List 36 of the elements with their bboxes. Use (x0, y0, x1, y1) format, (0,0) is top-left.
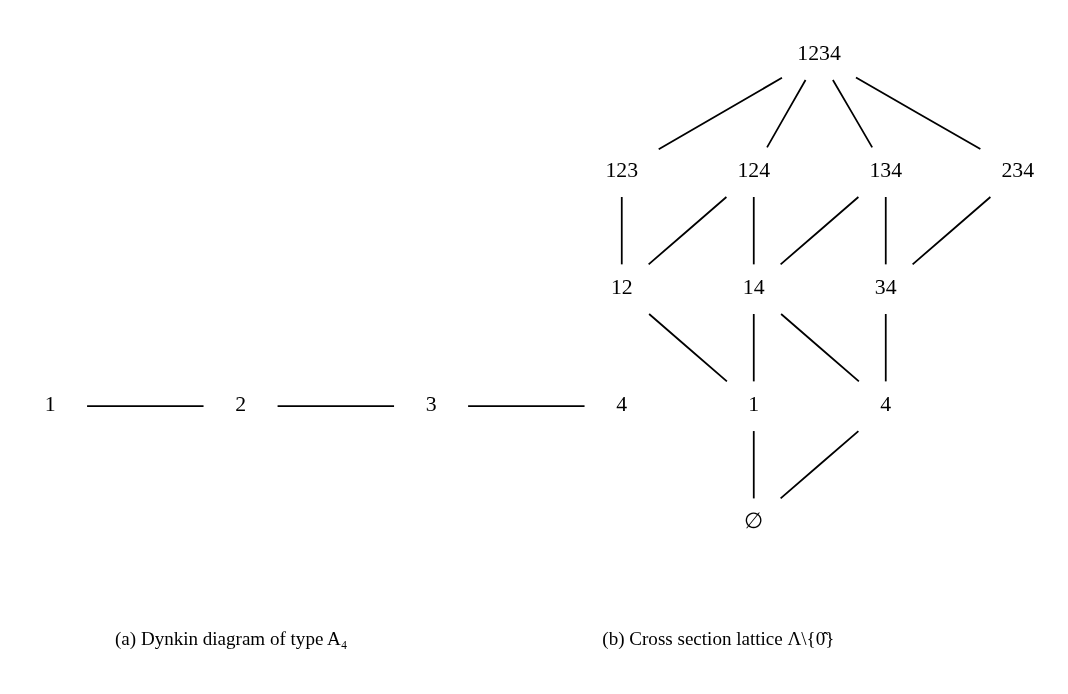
node-text: 134 (869, 157, 903, 182)
label: (b) Cross section lattice Λ\{0̂} (602, 627, 835, 649)
node-text: 2 (235, 391, 247, 416)
connector (276, 404, 395, 407)
connector (911, 195, 992, 265)
node-text: 14 (742, 274, 765, 299)
connector (780, 312, 860, 382)
connector (855, 76, 982, 150)
node-text: 12 (610, 274, 633, 299)
connector (647, 195, 728, 265)
node-text: 4 (880, 391, 892, 416)
connector (620, 195, 623, 265)
node-text: 234 (1001, 157, 1035, 182)
node-text: 1234 (797, 40, 841, 65)
connector (779, 429, 860, 499)
node-text: 1 (748, 391, 760, 416)
label: (a) Dynkin diagram of type A₄ (114, 627, 348, 649)
connector (884, 195, 887, 265)
connector (657, 76, 783, 150)
node-text: 124 (737, 157, 771, 182)
node-text: 34 (874, 274, 897, 299)
node-text: 3 (425, 391, 437, 416)
node-text: 123 (605, 157, 639, 182)
node-text: 4 (616, 391, 628, 416)
connector (779, 195, 860, 265)
connector (832, 78, 874, 148)
node-text: ∅ (744, 508, 764, 533)
node-text: 1 (44, 391, 56, 416)
connector (766, 78, 807, 148)
connector (752, 429, 755, 499)
connector (884, 312, 887, 382)
connector (752, 312, 755, 382)
connector (752, 195, 755, 265)
connector (86, 404, 205, 407)
connector (467, 404, 586, 407)
connector (648, 312, 728, 382)
